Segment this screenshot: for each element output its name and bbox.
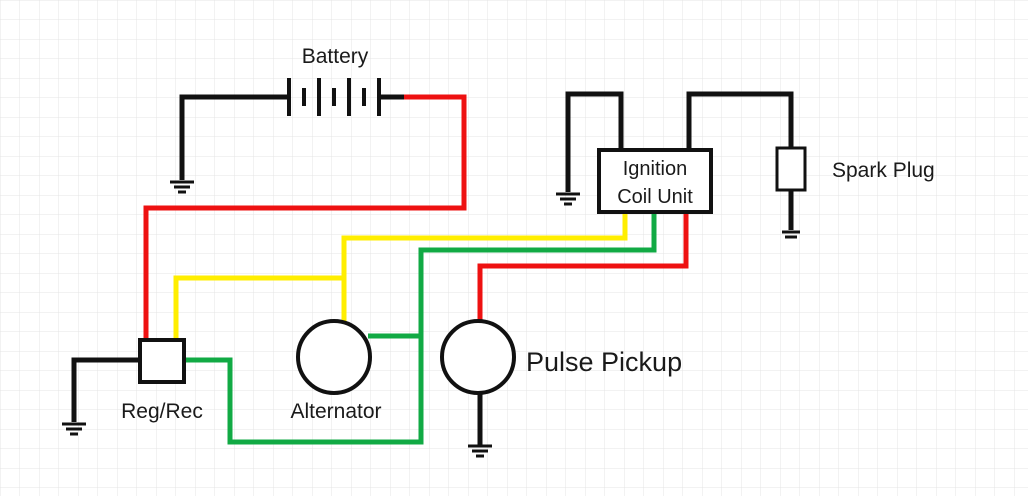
alternator-symbol	[296, 319, 372, 395]
ground-symbol-battery	[170, 180, 194, 194]
reg-rec-label: Reg/Rec	[121, 400, 203, 423]
battery-label: Battery	[302, 45, 369, 68]
ground-symbol-pulse	[468, 444, 492, 458]
wire-battery-ground	[179, 94, 265, 180]
wire-yellow-regrec	[173, 275, 344, 340]
pulse-pickup-symbol	[440, 319, 516, 395]
spark-plug-label: Spark Plug	[832, 159, 935, 182]
ignition-coil-unit-box	[597, 148, 713, 214]
ground-symbol-regrec	[62, 422, 86, 436]
wire-ignition-spark	[686, 91, 794, 150]
alternator-label: Alternator	[290, 400, 381, 423]
wire-yellow-alternator	[341, 212, 628, 322]
wire-ignition-ground	[565, 91, 624, 192]
ignition-label-line2: Coil Unit	[617, 186, 693, 208]
pulse-pickup-label: Pulse Pickup	[526, 347, 682, 377]
wire-red-pulse	[477, 212, 689, 322]
wire-regrec-ground	[71, 357, 140, 422]
reg-rec-box	[138, 338, 186, 384]
battery-symbol	[265, 78, 404, 116]
ignition-label-line1: Ignition	[623, 158, 688, 180]
spark-plug-symbol	[775, 146, 807, 192]
ground-symbol-ignition	[556, 192, 580, 206]
ground-symbol-spark-plug	[782, 230, 800, 239]
wire-battery-positive	[143, 94, 467, 340]
wire-green-regrec	[184, 212, 657, 445]
